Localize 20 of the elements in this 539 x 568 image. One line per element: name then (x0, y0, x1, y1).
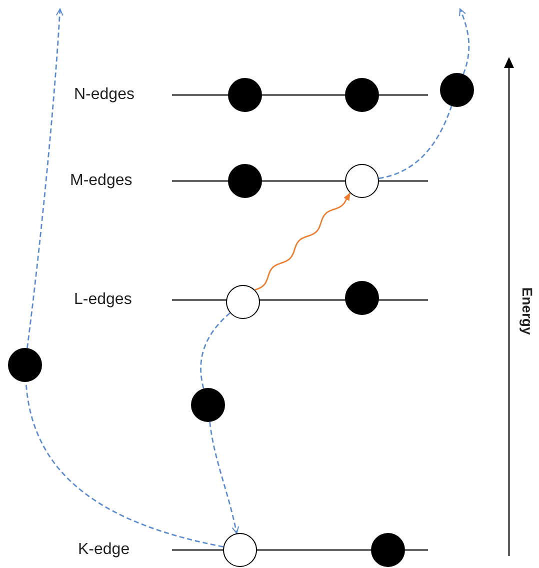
dashed-arrow (209, 422, 239, 534)
dashed-arrow (458, 8, 470, 74)
filled-circle (345, 281, 379, 315)
filled-circle (371, 533, 405, 567)
open-circle (223, 533, 257, 567)
wavy-arrow (254, 192, 351, 291)
level-label: N-edges (74, 86, 134, 104)
dashed-arrow (26, 8, 64, 348)
level-label: M-edges (70, 172, 132, 190)
filled-circle (228, 78, 262, 112)
level-label: L-edges (74, 291, 132, 309)
level-label: K-edge (78, 541, 130, 559)
filled-circle (440, 73, 474, 107)
open-circle (226, 285, 260, 319)
filled-circle (228, 164, 262, 198)
axis-label: Energy (518, 287, 537, 335)
open-circle (345, 164, 379, 198)
filled-circle (345, 78, 379, 112)
filled-circle (8, 348, 42, 382)
filled-circle (191, 388, 225, 422)
